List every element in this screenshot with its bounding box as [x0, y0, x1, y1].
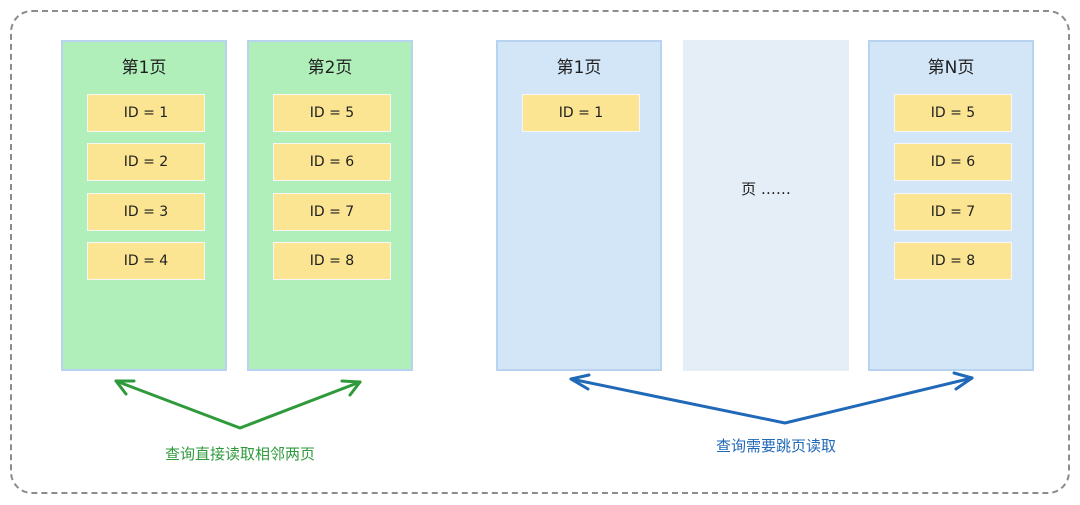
record-id-4: ID = 4	[87, 242, 205, 280]
page-title: 第N页	[927, 58, 975, 78]
record-id-5: ID = 5	[273, 94, 391, 132]
page-2-left: 第2页 ID = 5 ID = 6 ID = 7 ID = 8	[247, 40, 413, 371]
page-title: 第2页	[307, 58, 353, 78]
record-id-6: ID = 6	[273, 143, 391, 181]
page-title: 第1页	[556, 58, 602, 78]
record-id-7: ID = 7	[894, 193, 1012, 231]
record-id-6: ID = 6	[894, 143, 1012, 181]
caption-skip-pages: 查询需要跳页读取	[716, 437, 837, 455]
record-id-2: ID = 2	[87, 143, 205, 181]
page-1-right: 第1页 ID = 1	[496, 40, 662, 371]
record-id-3: ID = 3	[87, 193, 205, 231]
record-id-8: ID = 8	[273, 242, 391, 280]
diagram-frame	[10, 10, 1070, 494]
page-n-right: 第N页 ID = 5 ID = 6 ID = 7 ID = 8	[868, 40, 1034, 371]
skipped-pages-text: 页 ……	[741, 180, 791, 198]
record-id-8: ID = 8	[894, 242, 1012, 280]
page-1-left: 第1页 ID = 1 ID = 2 ID = 3 ID = 4	[61, 40, 227, 371]
page-title: 第1页	[121, 58, 167, 78]
record-id-7: ID = 7	[273, 193, 391, 231]
blue-double-arrow	[569, 371, 974, 425]
page-middle-skipped: 页 ……	[683, 40, 849, 371]
record-id-1: ID = 1	[522, 94, 640, 132]
record-id-1: ID = 1	[87, 94, 205, 132]
record-id-5: ID = 5	[894, 94, 1012, 132]
green-double-arrow	[114, 379, 362, 430]
caption-adjacent-pages: 查询直接读取相邻两页	[165, 445, 316, 463]
